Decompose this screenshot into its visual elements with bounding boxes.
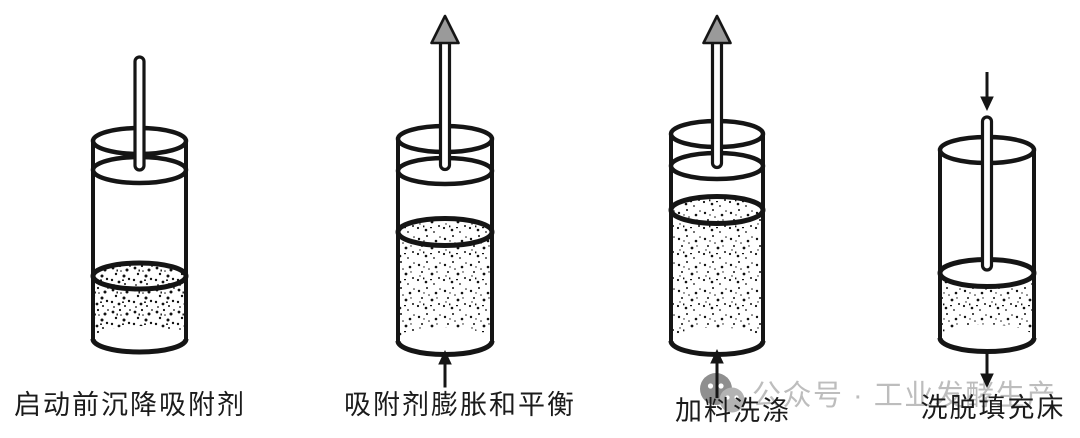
wechat-small-bubble xyxy=(719,387,745,413)
stage-settled-column xyxy=(90,55,189,355)
stage-label-elution: 洗脱填充床 xyxy=(920,393,1066,423)
adsorbent-bed xyxy=(940,273,1034,338)
wechat-eye xyxy=(707,383,714,389)
outlet-tube-icon xyxy=(710,42,724,170)
wechat-eye xyxy=(734,395,739,400)
inflow-up-arrowhead-icon xyxy=(438,350,452,365)
column-walls xyxy=(91,141,188,339)
adsorbent-bed xyxy=(93,263,186,339)
column-bottom-rim xyxy=(937,337,1037,354)
adsorbent-bed xyxy=(671,196,763,341)
stage-label-feed-wash: 加料洗涤 xyxy=(675,396,791,426)
stage-label-settled: 启动前沉降吸附剂 xyxy=(14,390,246,420)
adapter-rod-icon xyxy=(980,115,994,272)
stage-feed-wash-column xyxy=(668,14,766,398)
outflow-up-arrowhead-icon xyxy=(702,14,732,45)
adapter-rod-icon xyxy=(133,55,146,172)
inflow-up-arrowhead-icon xyxy=(710,349,724,364)
stage-elution-column xyxy=(937,72,1037,388)
adsorbent-bed xyxy=(398,218,492,341)
wechat-eye xyxy=(718,383,724,389)
outlet-tube-icon xyxy=(438,42,452,172)
column-walls xyxy=(669,134,765,341)
stage-label-expansion: 吸附剂膨胀和平衡 xyxy=(344,390,576,420)
wechat-eye xyxy=(725,395,730,400)
outflow-down-arrowhead-icon xyxy=(980,373,994,388)
column-bottom-rim xyxy=(90,338,189,355)
outflow-up-arrowhead-icon xyxy=(430,14,460,45)
stage-expanded-column xyxy=(395,14,495,388)
column-walls xyxy=(396,139,494,341)
inflow-down-arrowhead-icon xyxy=(980,96,994,111)
watermark-text: 公众号 · 工业发酵生产 xyxy=(752,380,1057,412)
column-walls xyxy=(938,150,1036,338)
